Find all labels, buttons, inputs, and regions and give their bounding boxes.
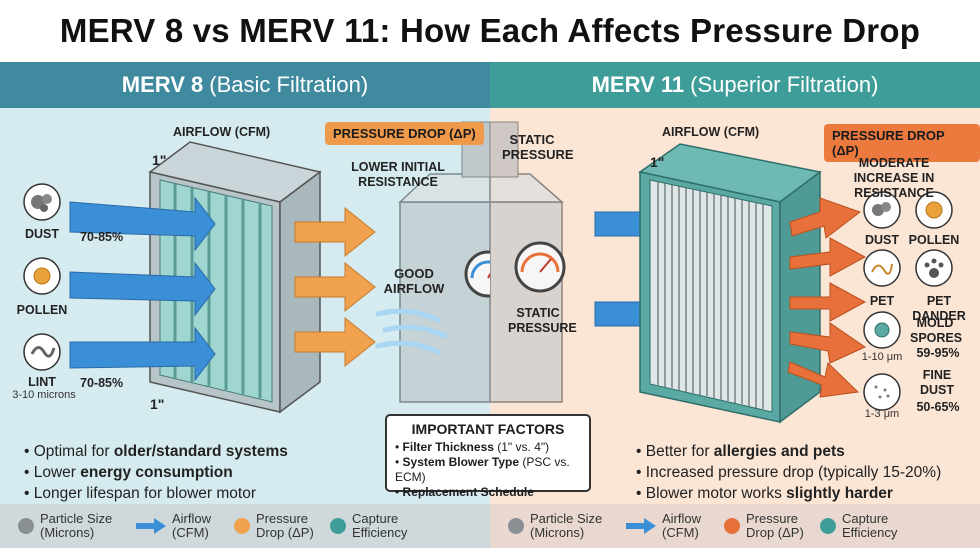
important-factors-list: Filter Thickness (1" vs. 4") System Blow… <box>395 440 581 500</box>
merv11-particle-pollen: POLLEN <box>908 233 960 247</box>
merv8-capture-efficiency-1: 70-85% <box>80 230 124 244</box>
merv8-thickness-top: 1" <box>152 152 167 168</box>
capture-efficiency-legend-icon <box>820 518 836 534</box>
legend-pressure-label: Pressure Drop (ΔP) <box>746 511 804 540</box>
merv11-illustration <box>490 121 953 424</box>
particle-size-legend-icon <box>508 518 524 534</box>
merv11-particle-pet-dander: PET DANDER <box>912 294 966 323</box>
merv11-benefit: Increased pressure drop (typically 15-20… <box>636 462 942 483</box>
important-factors-box: IMPORTANT FACTORS Filter Thickness (1" v… <box>385 414 591 499</box>
static-pressure-gauge <box>514 241 566 293</box>
airflow-legend-icon <box>136 518 166 534</box>
merv11-banner: MERV 11 (Superior Filtration) <box>490 62 980 108</box>
important-factors-title: IMPORTANT FACTORS <box>411 421 565 437</box>
merv11-mold-efficiency: 59-95% <box>916 346 960 360</box>
merv8-capture-efficiency-2: 70-85% <box>80 376 124 390</box>
merv11-resistance-label: MODERATE INCREASE IN RESISTANCE <box>853 156 935 200</box>
merv8-particle-dust: DUST <box>24 227 60 241</box>
particle-icons-left <box>23 183 61 371</box>
good-airflow-label: GOOD AIRFLOW <box>383 266 445 296</box>
merv8-benefit: Longer lifespan for blower motor <box>24 483 288 504</box>
merv11-pressure-drop-badge: PRESSURE DROP (ΔP) <box>824 124 980 162</box>
merv11-benefits-list: Better for allergies and pets Increased … <box>636 441 942 504</box>
merv8-banner-subtitle: (Basic Filtration) <box>209 72 369 97</box>
merv8-airflow-label: AIRFLOW (CFM) <box>173 125 271 139</box>
pressure-drop-legend-icon <box>724 518 740 534</box>
merv8-lint-size: 3-10 microns <box>12 389 76 401</box>
merv11-pressure-arrows <box>787 197 867 398</box>
merv8-particle-pollen: POLLEN <box>16 303 68 317</box>
merv11-particle-pet: PET <box>869 294 895 308</box>
merv8-pressure-drop-badge: PRESSURE DROP (ΔP) <box>325 122 484 145</box>
merv11-particle-mold: MOLD SPORES <box>910 316 963 345</box>
static-pressure-label-top: STATIC PRESSURE <box>502 132 574 162</box>
legend-left: Particle Size (Microns) Airflow (CFM) Pr… <box>0 504 490 548</box>
capture-efficiency-legend-icon <box>330 518 346 534</box>
legend-right: Particle Size (Microns) Airflow (CFM) Pr… <box>490 504 980 548</box>
merv11-fine-dust-efficiency: 50-65% <box>916 400 960 414</box>
merv8-resistance-label: LOWER INITIAL RESISTANCE <box>351 160 445 189</box>
merv8-benefit: Lower energy consumption <box>24 462 288 483</box>
legend-pressure-label: Pressure Drop (ΔP) <box>256 511 314 540</box>
merv8-illustration <box>23 121 490 414</box>
merv11-panel: MERV 11 (Superior Filtration) <box>490 62 980 548</box>
factor-item: Filter Thickness (1" vs. 4") <box>395 440 581 455</box>
legend-airflow-label: Airflow (CFM) <box>662 511 702 540</box>
legend-airflow-label: Airflow (CFM) <box>172 511 212 540</box>
legend-particle-label: Particle Size (Microns) <box>530 511 603 540</box>
particle-size-legend-icon <box>18 518 34 534</box>
legend-particle-label: Particle Size (Microns) <box>40 511 113 540</box>
legend-capture-label: Capture Efficiency <box>352 511 408 540</box>
merv11-banner-title: MERV 11 <box>591 72 685 97</box>
merv8-banner: MERV 8 (Basic Filtration) <box>0 62 490 108</box>
merv11-filter <box>638 143 822 424</box>
merv11-fine-dust-size: 1-3 μm <box>864 408 900 420</box>
merv11-thickness-top: 1" <box>650 154 665 170</box>
pressure-drop-legend-icon <box>234 518 250 534</box>
light-airflow-wisps <box>375 308 448 355</box>
merv8-banner-title: MERV 8 <box>121 72 204 97</box>
factor-item: Replacement Schedule <box>395 485 581 500</box>
merv8-benefits-list: Optimal for older/standard systems Lower… <box>24 441 288 504</box>
merv11-benefit: Better for allergies and pets <box>636 441 941 462</box>
merv8-panel: MERV 8 (Basic Filtration) <box>0 62 490 548</box>
merv11-airflow-label: AIRFLOW (CFM) <box>662 125 760 139</box>
page-title: MERV 8 vs MERV 11: How Each Affects Pres… <box>59 12 921 49</box>
static-pressure-label-bottom: STATIC PRESSURE <box>508 306 577 335</box>
merv11-particle-dust: DUST <box>864 233 900 247</box>
airflow-legend-icon <box>626 518 656 534</box>
merv8-thickness-bottom: 1" <box>150 396 165 412</box>
merv8-benefit: Optimal for older/standard systems <box>24 441 288 462</box>
legend-capture-label: Capture Efficiency <box>842 511 898 540</box>
merv11-banner-subtitle: (Superior Filtration) <box>690 72 879 97</box>
factor-item: System Blower Type (PSC vs. ECM) <box>395 455 581 485</box>
merv11-particle-fine-dust: FINE DUST <box>919 368 955 397</box>
merv8-pressure-arrows <box>294 206 376 368</box>
merv11-benefit: Blower motor works slightly harder <box>636 483 941 504</box>
merv8-airflow-arrows <box>69 196 216 382</box>
merv8-particle-lint: LINT <box>28 375 56 389</box>
particle-icons-right <box>863 191 953 411</box>
merv11-mold-size: 1-10 μm <box>861 351 903 363</box>
hvac-unit-right <box>490 121 564 403</box>
